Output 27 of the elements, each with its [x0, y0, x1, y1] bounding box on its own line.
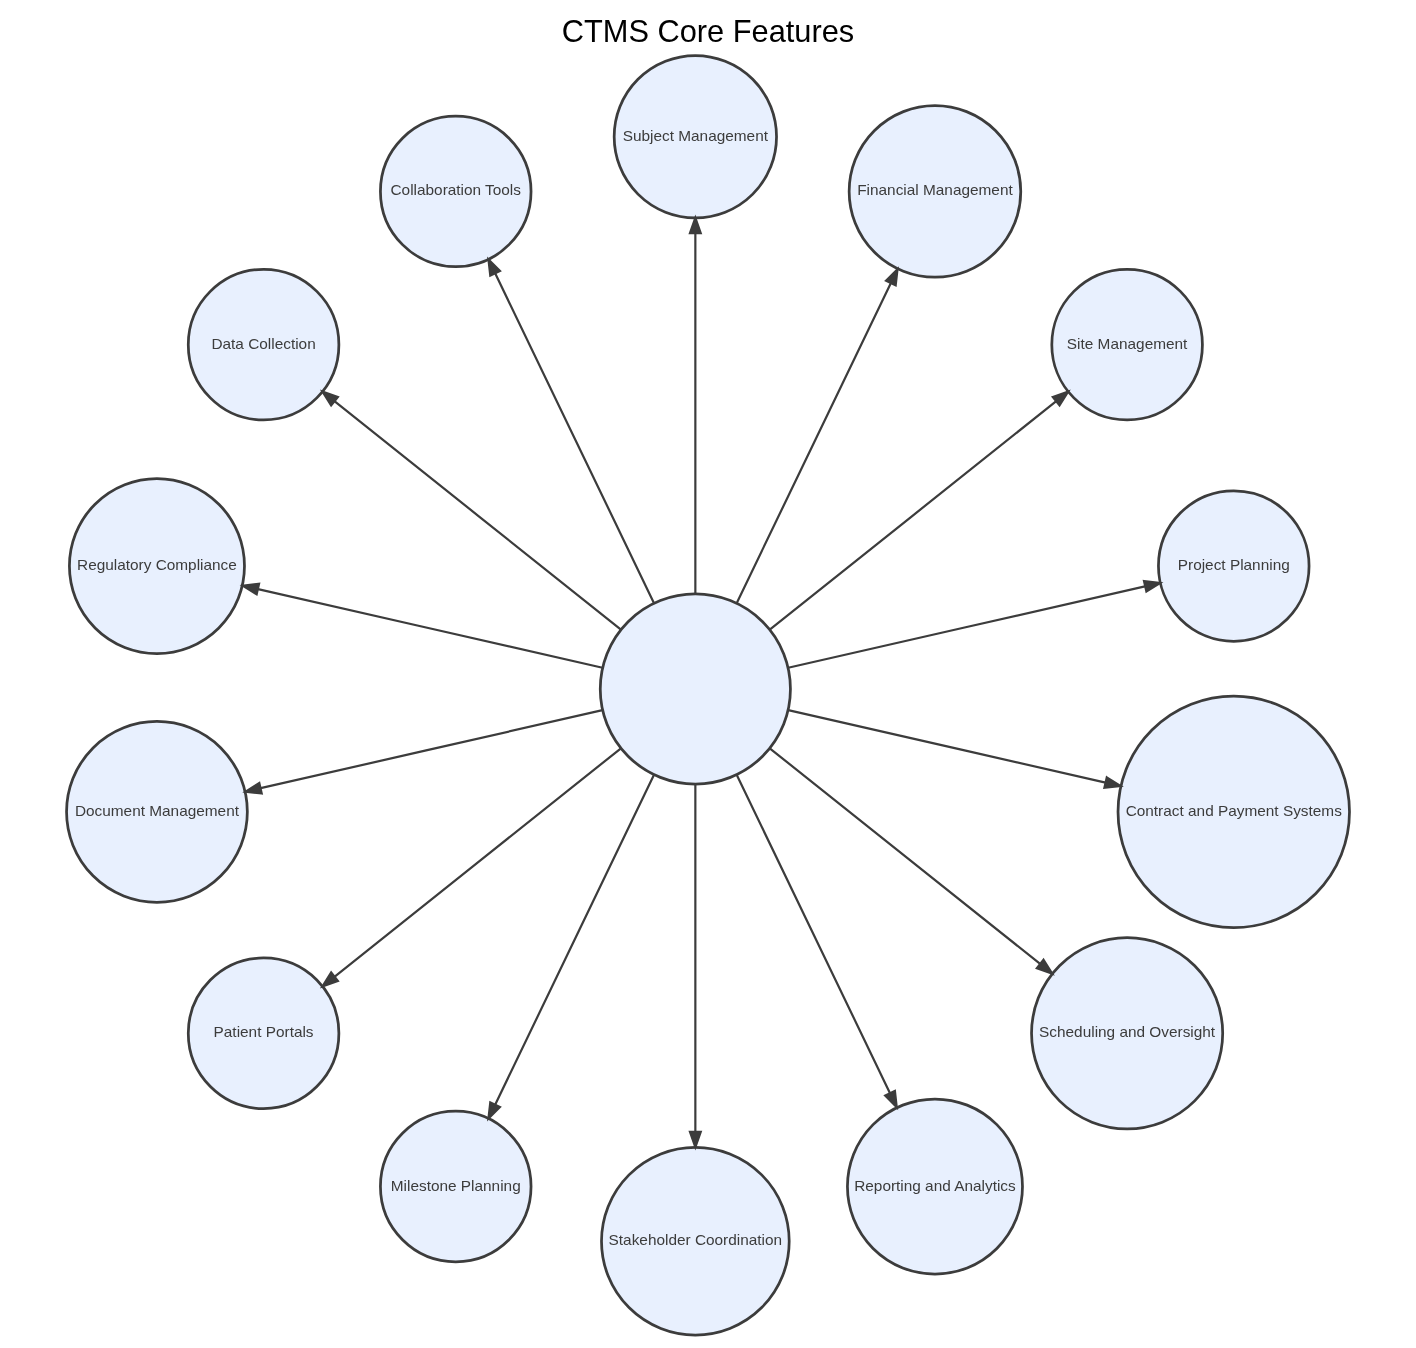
- node-circle: Document Management: [65, 720, 249, 904]
- node-circle: Subject Management: [612, 54, 778, 220]
- arrow: [239, 582, 603, 669]
- node-circle: [598, 592, 792, 786]
- node-circle: Reporting and Analytics: [846, 1097, 1024, 1276]
- arrow: [688, 214, 703, 594]
- arrow: [769, 747, 1055, 976]
- node-circle: Project Planning: [1157, 489, 1311, 643]
- arrow: [487, 256, 655, 604]
- node-circle: Contract and Payment Systems: [1116, 694, 1351, 929]
- diagram-title: CTMS Core Features: [561, 13, 855, 49]
- arrow: [487, 774, 655, 1122]
- node-circle: Collaboration Tools: [379, 114, 533, 269]
- node-circle: Scheduling and Oversight: [1030, 936, 1225, 1131]
- arrow: [319, 747, 622, 989]
- node-circle: Regulatory Compliance: [68, 477, 246, 655]
- arrow: [787, 579, 1164, 669]
- node-circle: Stakeholder Coordination: [600, 1146, 791, 1337]
- arrow: [787, 709, 1124, 790]
- arrow: [319, 389, 622, 631]
- arrow: [242, 709, 603, 795]
- arrow: [735, 774, 899, 1111]
- node-circle: Milestone Planning: [379, 1109, 533, 1264]
- arrow: [735, 266, 899, 604]
- node-circle: Financial Management: [847, 104, 1023, 279]
- arrow: [688, 784, 703, 1151]
- arrow: [769, 389, 1071, 631]
